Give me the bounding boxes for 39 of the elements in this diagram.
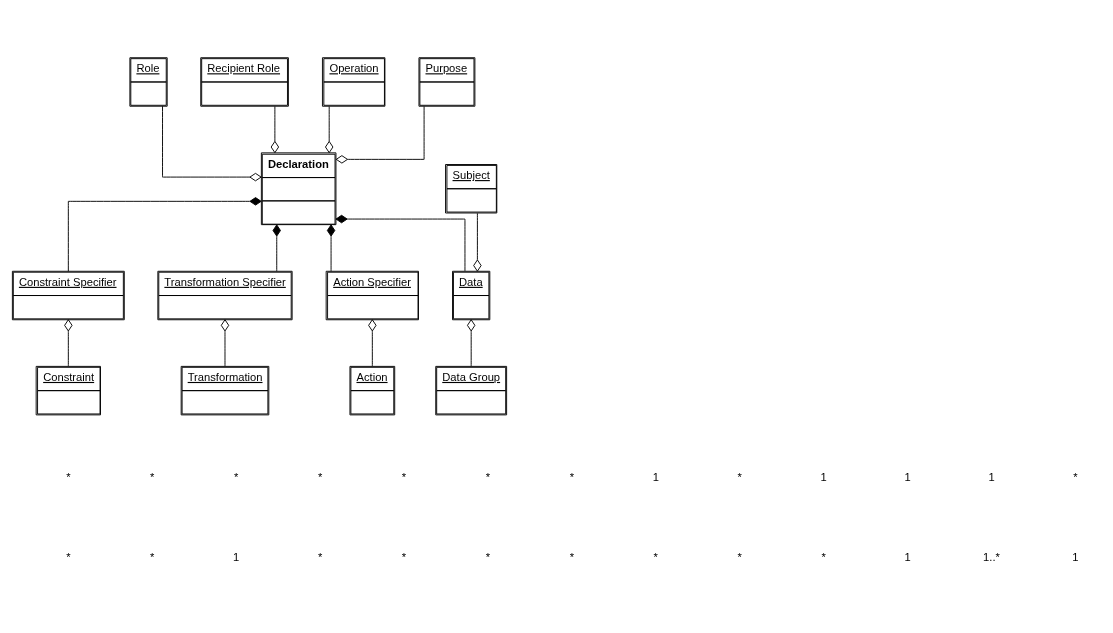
label: * bbox=[66, 471, 71, 484]
label: 1 bbox=[820, 471, 827, 484]
label: * bbox=[317, 471, 323, 484]
connector bbox=[162, 105, 262, 182]
label: 1 bbox=[233, 551, 240, 564]
connector bbox=[272, 224, 281, 272]
label: * bbox=[485, 551, 491, 564]
connector bbox=[335, 106, 425, 164]
label: * bbox=[234, 471, 239, 484]
label: * bbox=[737, 471, 742, 484]
label: * bbox=[401, 471, 407, 484]
label: 1 bbox=[652, 471, 659, 484]
label: * bbox=[653, 551, 658, 564]
connector bbox=[335, 214, 466, 272]
label: * bbox=[485, 471, 491, 484]
label: * bbox=[737, 551, 742, 564]
connector bbox=[326, 224, 336, 272]
connector bbox=[220, 319, 230, 367]
label: * bbox=[66, 551, 71, 564]
label: 1..* bbox=[983, 551, 1000, 564]
label: 1 bbox=[1072, 551, 1079, 564]
label: * bbox=[150, 471, 155, 484]
connector bbox=[325, 106, 334, 154]
label: 1 bbox=[904, 551, 911, 564]
label: * bbox=[401, 551, 407, 564]
connector bbox=[64, 319, 73, 367]
label: * bbox=[821, 551, 826, 564]
connector bbox=[67, 197, 262, 272]
label: * bbox=[1073, 471, 1078, 484]
connector bbox=[473, 212, 482, 272]
label: 1 bbox=[904, 471, 911, 484]
label: * bbox=[569, 551, 575, 564]
label: * bbox=[569, 471, 575, 484]
label: * bbox=[317, 551, 323, 564]
label: 1 bbox=[988, 471, 995, 484]
label: * bbox=[150, 551, 155, 564]
connector bbox=[368, 319, 377, 367]
connector bbox=[467, 319, 476, 367]
connector bbox=[270, 106, 280, 154]
